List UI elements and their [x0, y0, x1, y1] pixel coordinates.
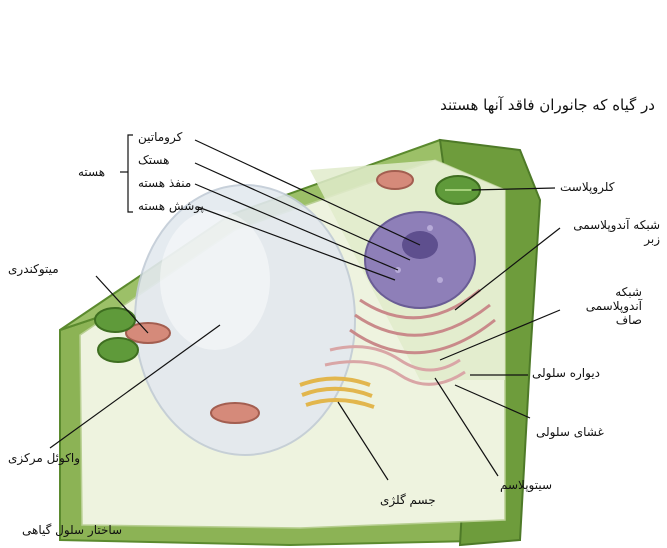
label-cell-membrane: غشای سلولی	[536, 425, 604, 439]
label-nuclear-pore: منفذ هسته	[138, 176, 191, 190]
label-chromatin: کروماتین	[138, 130, 182, 144]
label-mitochondrion: میتوکندری	[8, 262, 59, 276]
mitochondrion-top	[377, 171, 413, 189]
label-chloroplast: کلروپلاست	[560, 180, 614, 194]
mitochondrion-center	[211, 403, 259, 423]
label-cell-wall: دیواره سلولی	[532, 366, 600, 380]
label-golgi: جسم گلژی	[380, 493, 436, 507]
label-nucleus: هسته	[78, 165, 105, 179]
label-central-vacuole: واکوئل مرکزی	[8, 451, 80, 465]
label-rough-er: شبکه آندوپلاسمی زبر	[560, 218, 660, 246]
figure-caption: ساختار سلول گیاهی	[22, 523, 122, 537]
label-smooth-er: شبکه آندوپلاسمی صاف	[562, 285, 642, 327]
label-nucleolus: هستک	[138, 153, 169, 167]
label-nuclear-envelope: پوشش هسته	[138, 199, 204, 213]
label-cytoplasm: سیتوپلاسم	[500, 478, 552, 492]
